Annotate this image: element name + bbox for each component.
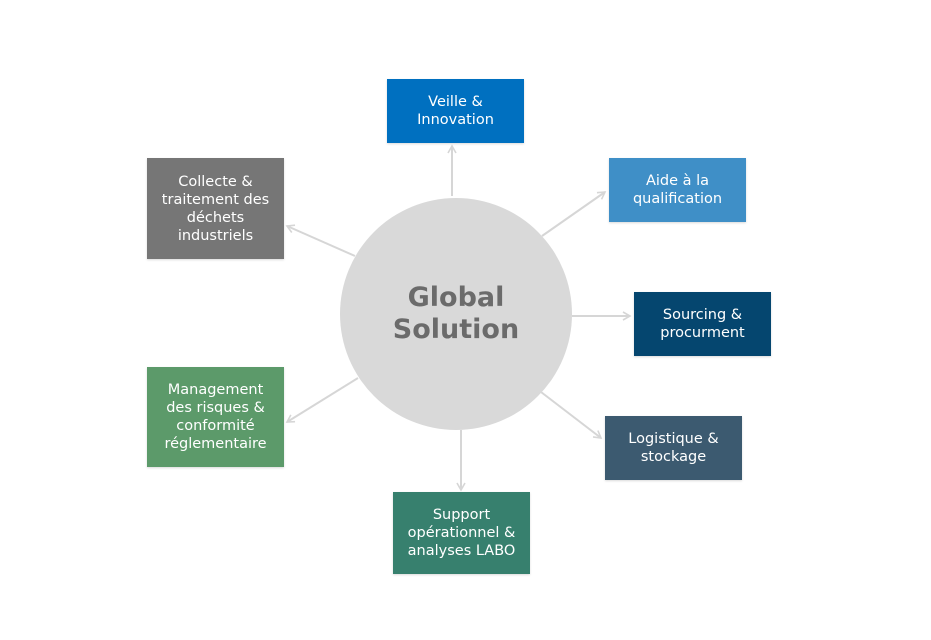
node-support-operationnel: Support opérationnel & analyses LABO xyxy=(393,492,530,574)
arrow-to-logistique xyxy=(540,391,603,439)
node-collecte-dechets: Collecte & traitement des déchets indust… xyxy=(147,158,284,259)
global-solution-hub: Global Solution xyxy=(340,198,572,430)
node-veille-innovation: Veille & Innovation xyxy=(387,79,524,143)
hub-title-line1: Global xyxy=(407,282,505,313)
node-sourcing-procurment: Sourcing & procurment xyxy=(634,292,771,356)
node-management-risques: Management des risques & conformité régl… xyxy=(147,367,284,467)
hub-title-line2: Solution xyxy=(392,314,520,345)
arrow-to-collecte xyxy=(285,224,356,257)
arrow-to-management xyxy=(285,377,359,423)
node-logistique-stockage: Logistique & stockage xyxy=(605,416,742,480)
node-aide-qualification: Aide à la qualification xyxy=(609,158,746,222)
arrow-to-aide xyxy=(541,191,607,237)
